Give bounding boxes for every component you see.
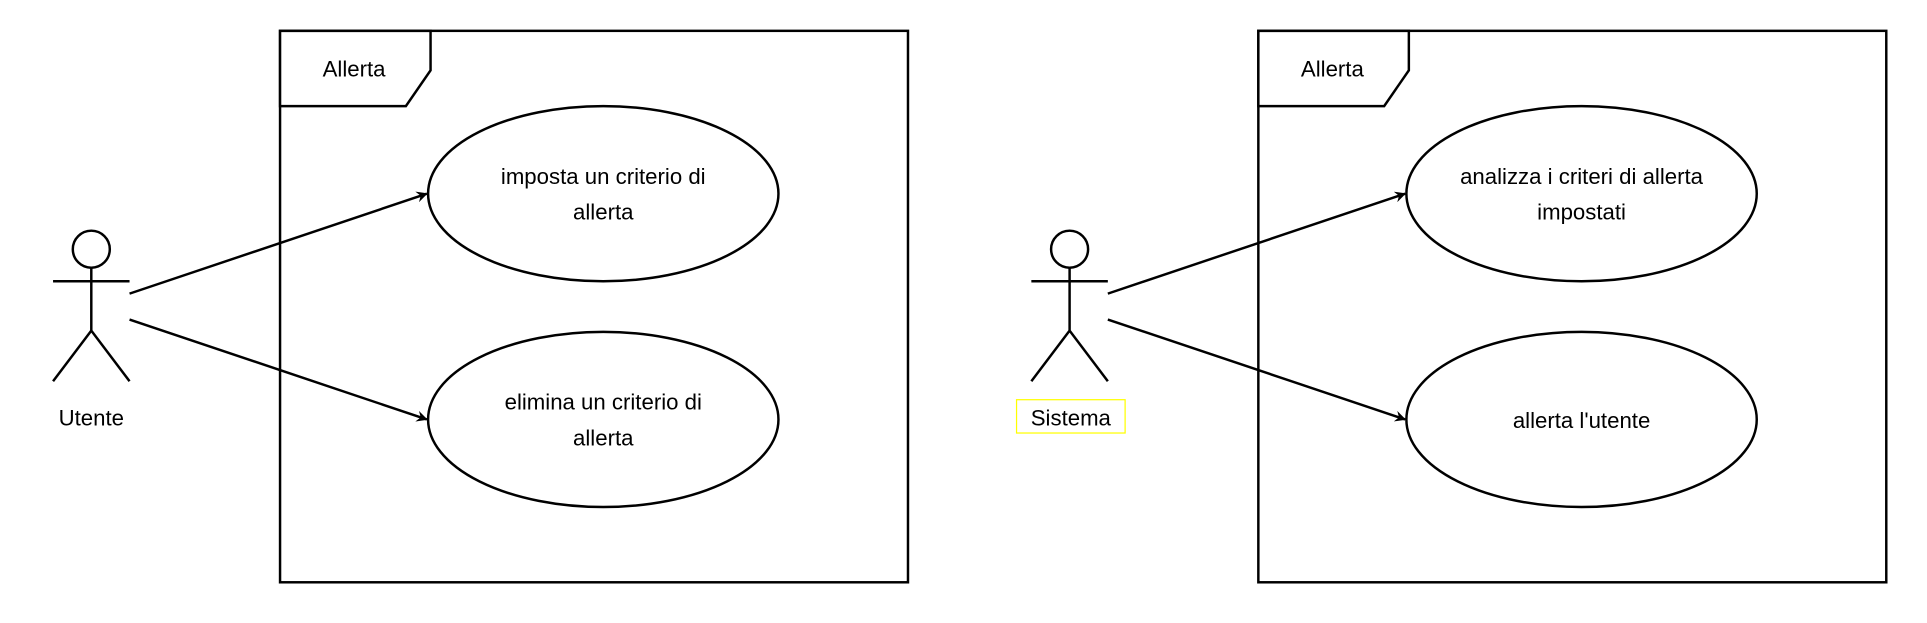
use-case-label: analizza i criteri di allerta (1460, 164, 1704, 189)
use-case-label: allerta (573, 425, 634, 450)
system-boundary-frame[interactable] (1257, 29, 1888, 584)
use-case-label: elimina un criterio di (505, 390, 702, 415)
selection-highlight (1015, 399, 1126, 434)
use-case-label: allerta (573, 200, 634, 225)
association-arrow (1107, 191, 1407, 295)
frame-tab (278, 29, 432, 108)
association-arrow (129, 191, 428, 295)
actor-head-icon (71, 229, 112, 269)
association-arrow (1107, 318, 1407, 422)
use-case-label: imposta un criterio di (501, 164, 706, 189)
use-case-imposta-criterio[interactable]: imposta un criterio di allerta (426, 104, 780, 283)
association-arrow (129, 318, 428, 422)
actor-utente[interactable]: Utente (52, 229, 131, 431)
use-case-label: impostati (1537, 200, 1626, 225)
frame-label: Allerta (1301, 56, 1365, 81)
actor-sistema[interactable]: Sistema (1015, 229, 1126, 434)
actor-body-icon (1030, 267, 1109, 382)
use-case-analizza-criteri[interactable]: analizza i criteri di allerta impostati (1405, 104, 1758, 283)
system-boundary-frame[interactable] (278, 29, 910, 584)
diagram-sistema: Allerta Sistema analizza i criteri di al… (1015, 29, 1888, 584)
actor-label: Utente (59, 406, 124, 431)
actor-head-icon (1049, 229, 1090, 269)
use-case-label: allerta l'utente (1513, 408, 1650, 433)
use-case-elimina-criterio[interactable]: elimina un criterio di allerta (426, 330, 780, 509)
frame-tab (1257, 29, 1411, 108)
actor-body-icon (52, 267, 131, 382)
use-case-allerta-utente[interactable]: allerta l'utente (1405, 330, 1758, 509)
actor-label: Sistema (1031, 406, 1112, 431)
diagram-utente: Allerta Utente imposta un criterio di al… (52, 29, 910, 584)
frame-label: Allerta (323, 56, 387, 81)
